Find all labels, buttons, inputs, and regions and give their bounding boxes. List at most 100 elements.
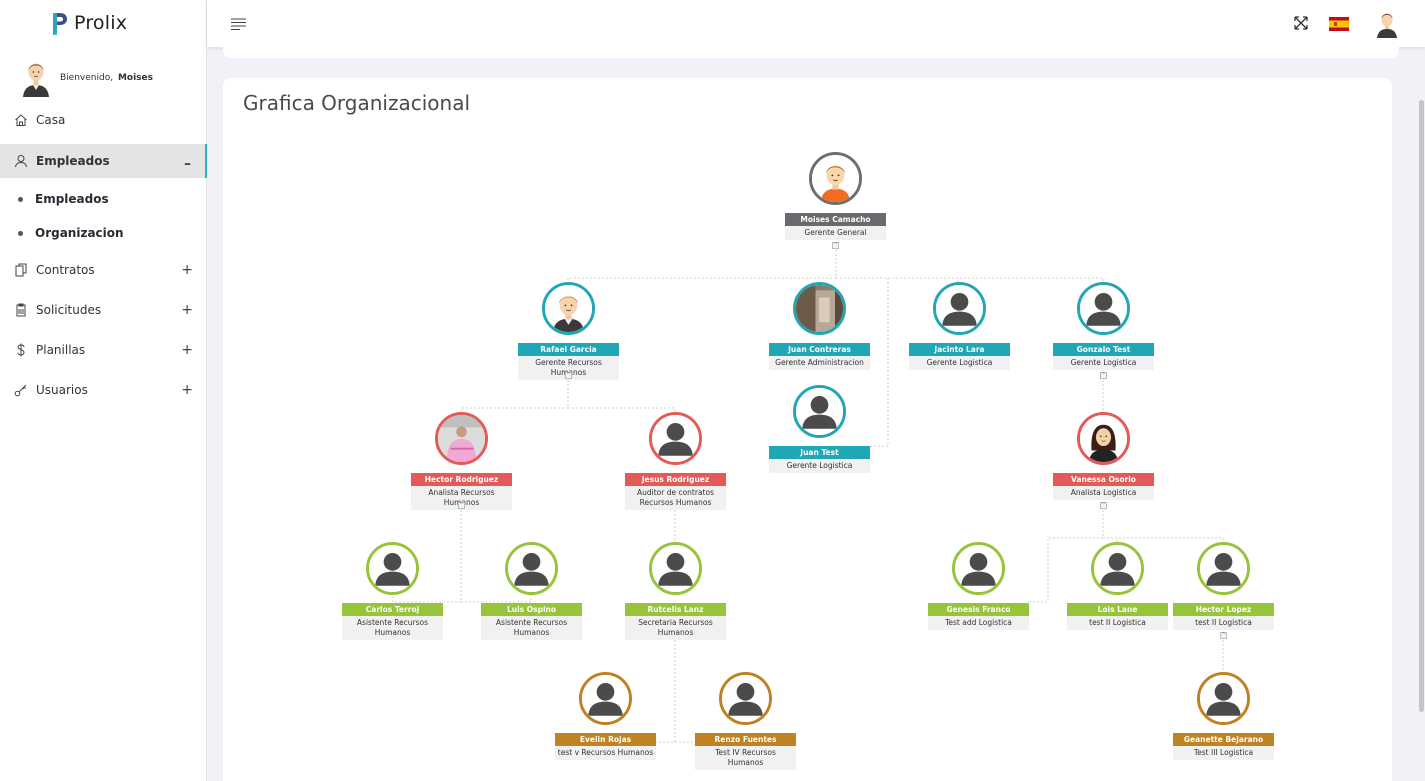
welcome-prefix: Bienvenido, — [60, 73, 114, 83]
person-placeholder-icon — [649, 542, 702, 595]
node-name: Juan Contreras — [769, 343, 870, 356]
node-role: Gerente Administracion — [769, 356, 870, 370]
person-placeholder-icon — [1091, 542, 1144, 595]
node-role: test II Logistica — [1067, 616, 1168, 630]
node-role: Gerente Logistica — [1053, 356, 1154, 370]
node-role: test v Recursos Humanos — [555, 746, 656, 760]
photo-avatar-icon — [435, 412, 488, 465]
collapse-toggle[interactable]: ^ — [1100, 502, 1107, 509]
sidebar-subitem-organizacion[interactable]: Organizacion — [0, 216, 207, 250]
org-chart-card: Grafica Organizacional — [223, 78, 1392, 781]
person-placeholder-icon — [579, 672, 632, 725]
key-icon — [14, 383, 28, 397]
cartoon-man-avatar-icon — [542, 282, 595, 335]
node-role: Test III Logistica — [1173, 746, 1274, 760]
node-name: Luis Ospino — [481, 603, 582, 616]
node-role: Test IV Recursos Humanos — [695, 746, 796, 770]
spain-flag-icon[interactable] — [1329, 17, 1349, 31]
header-strip — [223, 47, 1399, 58]
sidebar-item-label: Contratos — [36, 263, 95, 277]
node-role: Gerente Logistica — [909, 356, 1010, 370]
person-placeholder-icon — [1197, 542, 1250, 595]
sidebar-item-usuarios[interactable]: Usuarios + — [0, 370, 207, 410]
person-placeholder-icon — [505, 542, 558, 595]
hamburger-menu-icon[interactable] — [231, 17, 246, 31]
home-icon — [14, 113, 28, 127]
sidebar-item-label: Empleados — [36, 154, 110, 168]
scrollbar[interactable] — [1419, 100, 1424, 712]
node-role: test II Logistica — [1173, 616, 1274, 630]
photo-avatar-icon — [793, 282, 846, 335]
welcome-text: Bienvenido, Moises — [60, 73, 153, 83]
node-name: Carlos Terroj — [342, 603, 443, 616]
node-name: Evelin Rojas — [555, 733, 656, 746]
expand-toggle[interactable]: + — [181, 262, 193, 278]
bullet-icon — [18, 230, 23, 236]
fullscreen-icon[interactable] — [1294, 16, 1308, 30]
node-name: Rutcelis Lanz — [625, 603, 726, 616]
node-role: Secretaria Recursos Humanos — [625, 616, 726, 640]
user-icon — [14, 154, 28, 168]
node-name: Rafael Garcia — [518, 343, 619, 356]
sidebar-item-label: Casa — [36, 113, 66, 127]
person-placeholder-icon — [649, 412, 702, 465]
node-role: Asistente Recursos Humanos — [481, 616, 582, 640]
collapse-toggle[interactable]: ^ — [832, 242, 839, 249]
welcome-block: Bienvenido, Moises — [20, 58, 153, 98]
sidebar-subitem-label: Organizacion — [35, 226, 124, 240]
brand[interactable]: Prolix — [50, 10, 127, 36]
node-role: Asistente Recursos Humanos — [342, 616, 443, 640]
sidebar-item-contratos[interactable]: Contratos + — [0, 250, 207, 290]
node-name: Geanette Bejarano — [1173, 733, 1274, 746]
expand-toggle[interactable]: + — [181, 302, 193, 318]
person-placeholder-icon — [793, 385, 846, 438]
sidebar: Prolix Bienvenido, Moises Casa Empleados — [0, 0, 207, 781]
node-name: Genesis Franco — [928, 603, 1029, 616]
dollar-icon — [14, 343, 28, 357]
expand-toggle[interactable]: + — [181, 382, 193, 398]
topbar — [207, 0, 1425, 47]
node-name: Jacinto Lara — [909, 343, 1010, 356]
collapse-toggle[interactable]: ^ — [1220, 632, 1227, 639]
sidebar-nav: Casa Empleados – Empleados Organizacion … — [0, 100, 207, 410]
node-name: Gonzalo Test — [1053, 343, 1154, 356]
node-role: Gerente Logistica — [769, 459, 870, 473]
node-name: Moises Camacho — [785, 213, 886, 226]
org-chart: Moises Camacho Gerente General ^ Rafael … — [223, 78, 1392, 781]
person-placeholder-icon — [933, 282, 986, 335]
user-avatar-icon[interactable] — [1375, 10, 1399, 38]
org-connectors — [392, 250, 1224, 743]
user-avatar-icon — [23, 63, 49, 97]
collapse-toggle[interactable]: ^ — [565, 372, 572, 379]
node-name: Renzo Fuentes — [695, 733, 796, 746]
node-name: Hector Lopez — [1173, 603, 1274, 616]
node-name: Hector Rodriguez — [411, 473, 512, 486]
person-placeholder-icon — [1077, 282, 1130, 335]
node-name: Vanessa Osorio — [1053, 473, 1154, 486]
sidebar-item-label: Planillas — [36, 343, 86, 357]
sidebar-item-label: Usuarios — [36, 383, 88, 397]
app-name: Prolix — [74, 12, 128, 34]
node-name: Lois Lane — [1067, 603, 1168, 616]
sidebar-item-solicitudes[interactable]: Solicitudes + — [0, 290, 207, 330]
node-role: Gerente General — [785, 226, 886, 240]
clipboard-icon — [14, 303, 28, 317]
cartoon-man-avatar-icon — [809, 152, 862, 205]
node-role: Test add Logistica — [928, 616, 1029, 630]
sidebar-item-planillas[interactable]: Planillas + — [0, 330, 207, 370]
sidebar-item-casa[interactable]: Casa — [0, 100, 207, 140]
page-title: Grafica Organizacional — [243, 91, 471, 115]
welcome-user-name: Moises — [117, 73, 153, 83]
node-name: Juan Test — [769, 446, 870, 459]
cartoon-woman-avatar-icon — [1077, 412, 1130, 465]
sidebar-item-empleados[interactable]: Empleados – — [0, 144, 207, 178]
collapse-toggle[interactable]: – — [184, 156, 191, 172]
person-placeholder-icon — [366, 542, 419, 595]
collapse-toggle[interactable]: ^ — [458, 502, 465, 509]
node-name: Jesus Rodriguez — [625, 473, 726, 486]
expand-toggle[interactable]: + — [181, 342, 193, 358]
collapse-toggle[interactable]: ^ — [1100, 372, 1107, 379]
sidebar-subitem-empleados[interactable]: Empleados — [0, 182, 207, 216]
sidebar-subitem-label: Empleados — [35, 192, 109, 206]
sidebar-item-label: Solicitudes — [36, 303, 102, 317]
